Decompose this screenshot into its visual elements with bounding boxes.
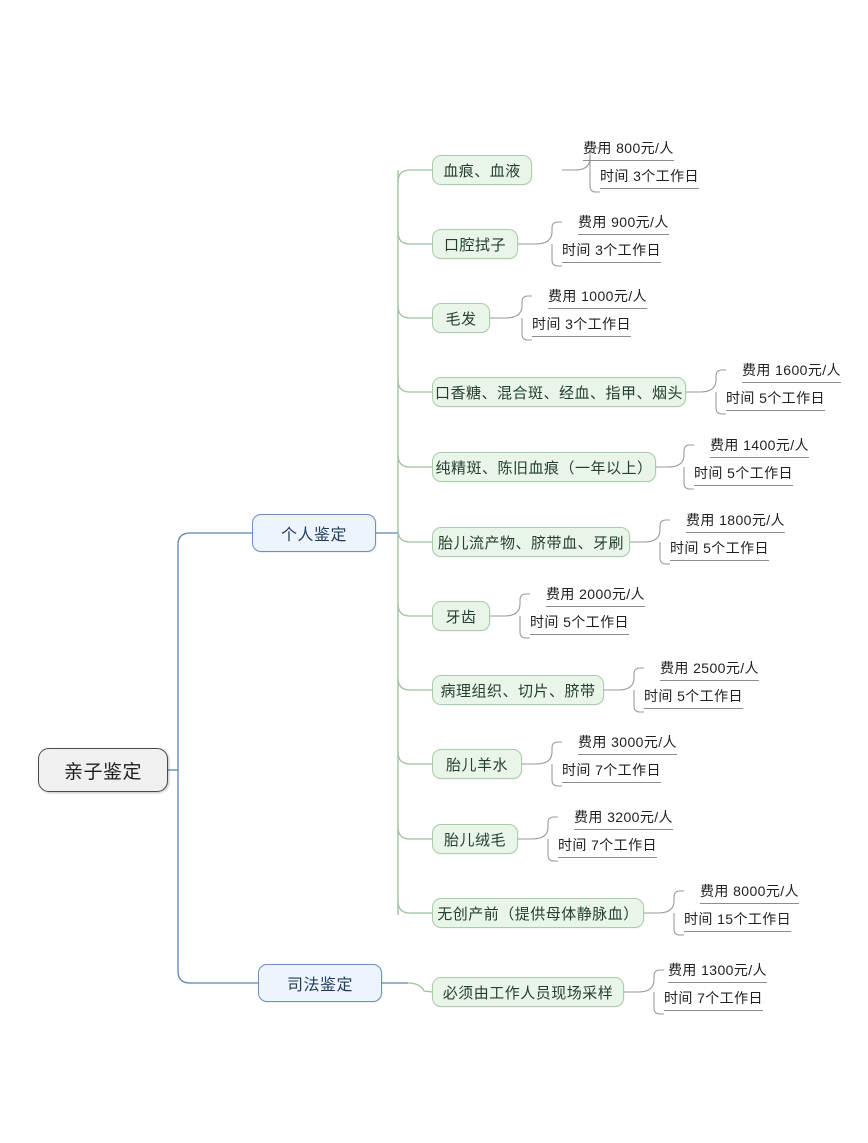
fee-label: 费用 1400元/人 (710, 435, 809, 458)
time-label: 时间 3个工作日 (562, 240, 661, 263)
leaf-node[interactable]: 口香糖、混合斑、经血、指甲、烟头 (432, 377, 686, 407)
leaf-node-label: 口香糖、混合斑、经血、指甲、烟头 (435, 384, 684, 402)
leaf-node-label: 必须由工作人员现场采样 (442, 984, 614, 1002)
fee-label: 费用 2000元/人 (546, 584, 645, 607)
time-label: 时间 3个工作日 (532, 314, 631, 337)
fee-label: 费用 900元/人 (578, 212, 669, 235)
time-label: 时间 5个工作日 (644, 686, 743, 709)
leaf-node-label: 胎儿羊水 (445, 756, 508, 774)
fee-label: 费用 2500元/人 (660, 658, 759, 681)
time-label: 时间 5个工作日 (694, 463, 793, 486)
fee-label: 费用 3000元/人 (578, 732, 677, 755)
fee-label: 费用 1800元/人 (686, 510, 785, 533)
fee-label: 费用 8000元/人 (700, 881, 799, 904)
time-label: 时间 3个工作日 (600, 166, 699, 189)
time-label: 时间 5个工作日 (726, 388, 825, 411)
leaf-node[interactable]: 病理组织、切片、脐带 (432, 675, 604, 705)
root-node-label: 亲子鉴定 (63, 761, 142, 783)
time-label: 时间 7个工作日 (664, 988, 763, 1011)
leaf-node-label: 胎儿绒毛 (444, 831, 507, 849)
root-node[interactable]: 亲子鉴定 (38, 748, 168, 792)
branch-node-judicial[interactable]: 司法鉴定 (258, 964, 382, 1002)
time-label: 时间 7个工作日 (562, 760, 661, 783)
fee-label: 费用 3200元/人 (574, 807, 673, 830)
leaf-node[interactable]: 牙齿 (432, 601, 490, 631)
leaf-node[interactable]: 纯精斑、陈旧血痕（一年以上） (432, 452, 656, 482)
fee-label: 费用 1300元/人 (668, 960, 767, 983)
leaf-node-label: 牙齿 (445, 608, 477, 626)
time-label: 时间 15个工作日 (684, 909, 792, 932)
fee-label: 费用 1600元/人 (742, 360, 841, 383)
leaf-node-label: 无创产前（提供母体静脉血） (437, 905, 639, 923)
leaf-node-label: 病理组织、切片、脐带 (440, 682, 596, 700)
leaf-node-label: 纯精斑、陈旧血痕（一年以上） (435, 459, 653, 477)
branch-node-personal[interactable]: 个人鉴定 (252, 514, 376, 552)
leaf-node-label: 血痕、血液 (443, 162, 521, 180)
leaf-node[interactable]: 胎儿流产物、脐带血、牙刷 (432, 527, 630, 557)
fee-label: 费用 1000元/人 (548, 286, 647, 309)
leaf-node[interactable]: 无创产前（提供母体静脉血） (432, 898, 644, 928)
leaf-node[interactable]: 血痕、血液 (432, 155, 532, 185)
leaf-node[interactable]: 毛发 (432, 303, 490, 333)
leaf-node-label: 毛发 (445, 310, 477, 328)
time-label: 时间 5个工作日 (530, 612, 629, 635)
branch-node-personal-label: 个人鉴定 (280, 527, 347, 544)
leaf-node[interactable]: 口腔拭子 (432, 229, 518, 259)
leaf-node-label: 胎儿流产物、脐带血、牙刷 (438, 534, 625, 552)
fee-label: 费用 800元/人 (583, 138, 674, 161)
leaf-node[interactable]: 胎儿羊水 (432, 749, 522, 779)
leaf-node[interactable]: 必须由工作人员现场采样 (432, 977, 624, 1007)
leaf-node-label: 口腔拭子 (444, 236, 507, 254)
leaf-node[interactable]: 胎儿绒毛 (432, 824, 518, 854)
branch-node-judicial-label: 司法鉴定 (286, 977, 353, 994)
time-label: 时间 7个工作日 (558, 835, 657, 858)
time-label: 时间 5个工作日 (670, 538, 769, 561)
